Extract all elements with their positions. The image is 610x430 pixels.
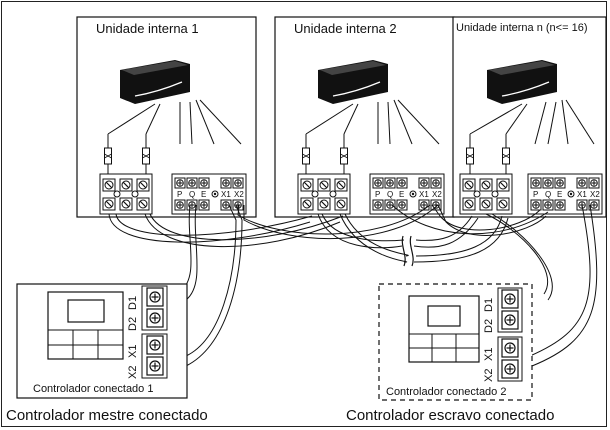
controller-terminal-strip xyxy=(141,285,168,379)
terminal-letter-q: Q xyxy=(545,190,552,199)
controller-2 xyxy=(378,283,533,401)
terminal-letter-e: E xyxy=(557,190,563,199)
terminal-letter-x2: X2 xyxy=(234,190,244,199)
controller-2-terminal-d1: D1 xyxy=(483,297,495,312)
terminal-letter-x2: X2 xyxy=(432,190,442,199)
controller-1 xyxy=(16,283,188,399)
controller-1-terminal-d1: D1 xyxy=(127,295,139,310)
power-terminal-block xyxy=(100,174,152,214)
controller-keypad xyxy=(408,295,480,363)
terminal-letter-x1: X1 xyxy=(577,190,587,199)
unit-2-title: Unidade interna 2 xyxy=(294,21,397,36)
controller-2-terminal-x1: X1 xyxy=(483,347,495,361)
fuse-icon xyxy=(502,147,510,165)
controller-keypad xyxy=(47,291,124,360)
terminal-letter-p: P xyxy=(533,190,539,199)
fuse-icon xyxy=(340,147,348,165)
terminal-letter-p: P xyxy=(177,190,183,199)
terminal-letter-q: Q xyxy=(387,190,394,199)
master-controller-caption: Controlador mestre conectado xyxy=(6,407,208,424)
communication-cables xyxy=(179,204,598,367)
controller-terminal-strip xyxy=(497,287,523,382)
controller-1-terminal-x2: X2 xyxy=(127,365,139,379)
power-terminal-block xyxy=(298,174,350,214)
terminal-letter-x1: X1 xyxy=(419,190,429,199)
controller-1-terminal-d2: D2 xyxy=(127,316,139,331)
unit-1-title: Unidade interna 1 xyxy=(96,21,199,36)
controller-2-caption: Controlador conectado 2 xyxy=(386,386,507,398)
terminal-letter-x1: X1 xyxy=(221,190,231,199)
terminal-letter-p: P xyxy=(375,190,381,199)
terminal-letter-e: E xyxy=(399,190,405,199)
terminal-letter-x2: X2 xyxy=(590,190,600,199)
controller-1-terminal-x1: X1 xyxy=(127,344,139,358)
fuse-icon xyxy=(104,147,112,165)
controller-2-terminal-d2: D2 xyxy=(483,318,495,333)
indoor-unit-n-panel xyxy=(452,16,607,218)
fuse-icon xyxy=(466,147,474,165)
indoor-unit-1-panel xyxy=(76,16,257,218)
fuse-icon xyxy=(142,147,150,165)
unit-n-title: Unidade interna n (n<= 16) xyxy=(456,22,588,34)
terminal-letter-q: Q xyxy=(189,190,196,199)
terminal-letter-e: E xyxy=(201,190,207,199)
slave-controller-caption: Controlador escravo conectado xyxy=(346,407,555,424)
power-terminal-block xyxy=(460,174,512,214)
indoor-unit-2-panel xyxy=(274,16,455,218)
fuse-icon xyxy=(302,147,310,165)
controller-2-terminal-x2: X2 xyxy=(483,368,495,382)
power-cables xyxy=(108,213,509,267)
controller-1-caption: Controlador conectado 1 xyxy=(33,383,154,395)
